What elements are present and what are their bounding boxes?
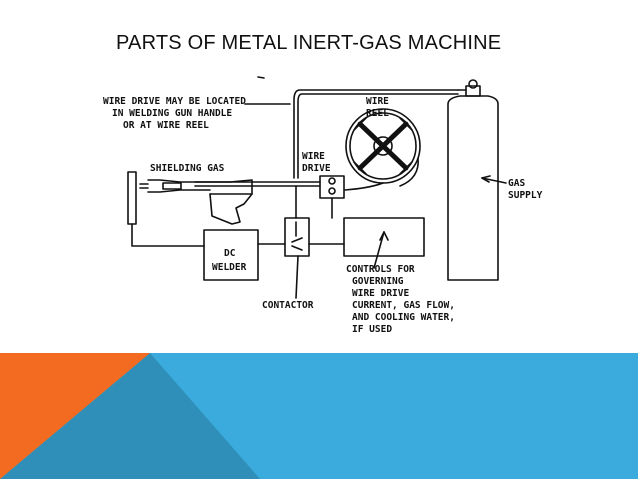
wire-drive-label-line2: DRIVE (302, 163, 331, 174)
shielding-gas-label: SHIELDING GAS (150, 163, 225, 174)
wire-reel-label-line1: WIRE (366, 96, 389, 107)
gas-hose (293, 89, 459, 179)
controls-label-line6: IF USED (352, 324, 392, 335)
gas-supply-label-line1: GAS (508, 178, 525, 189)
controls-label-line4: CURRENT, GAS FLOW, (352, 300, 455, 311)
footer-dark-triangle (0, 353, 260, 479)
slide-title: PARTS OF METAL INERT-GAS MACHINE (116, 32, 502, 54)
controls-box (343, 217, 425, 257)
contactor-label: CONTACTOR (262, 300, 314, 311)
footer-orange-triangle (0, 353, 150, 479)
controls-label-line5: AND COOLING WATER, (352, 312, 455, 323)
gas-cylinder (447, 79, 499, 281)
wire-reel-label-line2: REEL (366, 108, 389, 119)
workpiece (127, 171, 137, 225)
controls-label-line2: GOVERNING (352, 276, 404, 287)
wire-drive-note-line2: IN WELDING GUN HANDLE (112, 108, 232, 119)
gas-hose-inner (297, 93, 459, 179)
welding-gun (139, 179, 253, 225)
wire-drive-note-line1: WIRE DRIVE MAY BE LOCATED (103, 96, 246, 107)
wire-drive-label-line1: WIRE (302, 151, 325, 162)
gas-supply-label-line2: SUPPLY (508, 190, 543, 201)
contactor-box (284, 217, 310, 257)
dc-welder-label-line2: WELDER (212, 262, 247, 273)
controls-label-line1: CONTROLS FOR (346, 264, 415, 275)
wire-reel (345, 108, 421, 184)
dc-welder-label-line1: DC (224, 248, 236, 259)
dc-welder-box (203, 229, 259, 281)
controls-label-line3: WIRE DRIVE (352, 288, 409, 299)
wire-drive-note-line3: OR AT WIRE REEL (123, 120, 209, 131)
footer-decoration (0, 353, 260, 479)
mig-machine-diagram: WIRE DRIVE MAY BE LOCATED IN WELDING GUN… (103, 76, 543, 335)
